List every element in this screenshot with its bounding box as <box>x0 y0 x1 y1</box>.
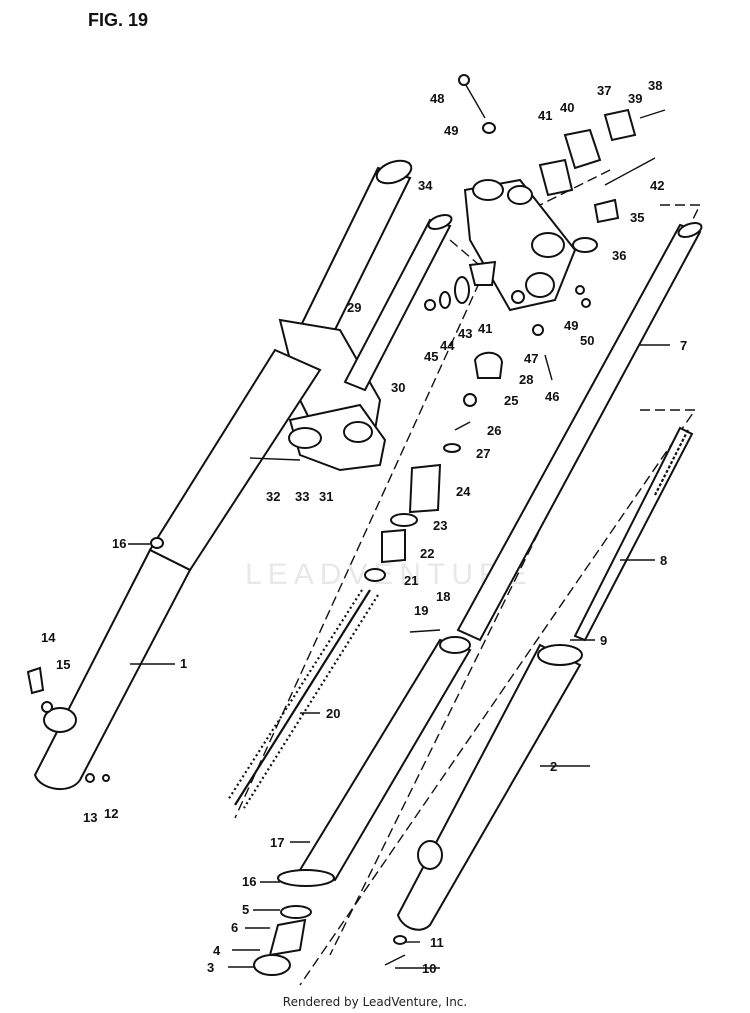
callout-35: 35 <box>630 210 644 225</box>
steering-stem-bracket <box>249 403 387 472</box>
damper-rod <box>573 426 694 642</box>
callout-29: 29 <box>347 300 361 315</box>
callout-2: 2 <box>550 759 557 774</box>
callout-50: 50 <box>580 333 594 348</box>
callout-41-top: 41 <box>538 108 552 123</box>
callout-33: 33 <box>295 489 309 504</box>
callout-10: 10 <box>422 961 436 976</box>
callout-45: 45 <box>424 349 438 364</box>
callout-47: 47 <box>524 351 538 366</box>
callout-15: 15 <box>56 657 70 672</box>
callout-labels: 1 2 3 4 5 6 7 8 9 10 11 12 13 14 15 16 1… <box>41 78 687 976</box>
callout-49-right: 49 <box>564 318 578 333</box>
callout-18: 18 <box>436 589 450 604</box>
callout-8: 8 <box>660 553 667 568</box>
callout-36: 36 <box>612 248 626 263</box>
callout-37: 37 <box>597 83 611 98</box>
callout-13: 13 <box>83 810 97 825</box>
callout-5: 5 <box>242 902 249 917</box>
figure-title: FIG. 19 <box>88 10 149 30</box>
callout-25: 25 <box>504 393 518 408</box>
callout-28: 28 <box>519 372 533 387</box>
callout-30: 30 <box>391 380 405 395</box>
right-fork-boot <box>298 636 472 882</box>
callout-4: 4 <box>213 943 221 958</box>
right-outer-slider <box>396 643 583 931</box>
callout-3: 3 <box>207 960 214 975</box>
callout-39: 39 <box>628 91 642 106</box>
callout-44: 44 <box>440 338 455 353</box>
callout-16-bottom: 16 <box>242 874 256 889</box>
inner-tube-29 <box>343 214 453 392</box>
callout-9: 9 <box>600 633 607 648</box>
callout-17: 17 <box>270 835 284 850</box>
callout-48: 48 <box>430 91 444 106</box>
callout-12: 12 <box>104 806 118 821</box>
callout-21: 21 <box>404 573 418 588</box>
callout-34: 34 <box>418 178 433 193</box>
callout-6: 6 <box>231 920 238 935</box>
callout-23: 23 <box>433 518 447 533</box>
callout-42: 42 <box>650 178 664 193</box>
upper-triple-clamp <box>463 178 577 312</box>
callout-46: 46 <box>545 389 559 404</box>
leader-lines <box>128 344 670 969</box>
callout-16-left: 16 <box>112 536 126 551</box>
bottom-hardware <box>26 537 441 976</box>
callout-26: 26 <box>487 423 501 438</box>
callout-31: 31 <box>319 489 333 504</box>
callout-19: 19 <box>414 603 428 618</box>
callout-14: 14 <box>41 630 56 645</box>
callout-43: 43 <box>458 326 472 341</box>
callout-38: 38 <box>648 78 662 93</box>
footer-credit: Rendered by LeadVenture, Inc. <box>282 995 468 1009</box>
left-fork-leg <box>33 159 413 791</box>
callout-49-top: 49 <box>444 123 458 138</box>
callout-22: 22 <box>420 546 434 561</box>
callout-40: 40 <box>560 100 574 115</box>
clamp-hardware <box>424 74 666 381</box>
callout-7: 7 <box>680 338 687 353</box>
callout-27: 27 <box>476 446 490 461</box>
right-inner-tube <box>456 222 703 642</box>
callout-24: 24 <box>456 484 471 499</box>
callout-1: 1 <box>180 656 187 671</box>
fork-spring <box>227 589 379 809</box>
callout-41-mid: 41 <box>478 321 492 336</box>
callout-32: 32 <box>266 489 280 504</box>
callout-11: 11 <box>430 935 444 950</box>
callout-20: 20 <box>326 706 340 721</box>
damper-parts <box>364 393 477 582</box>
